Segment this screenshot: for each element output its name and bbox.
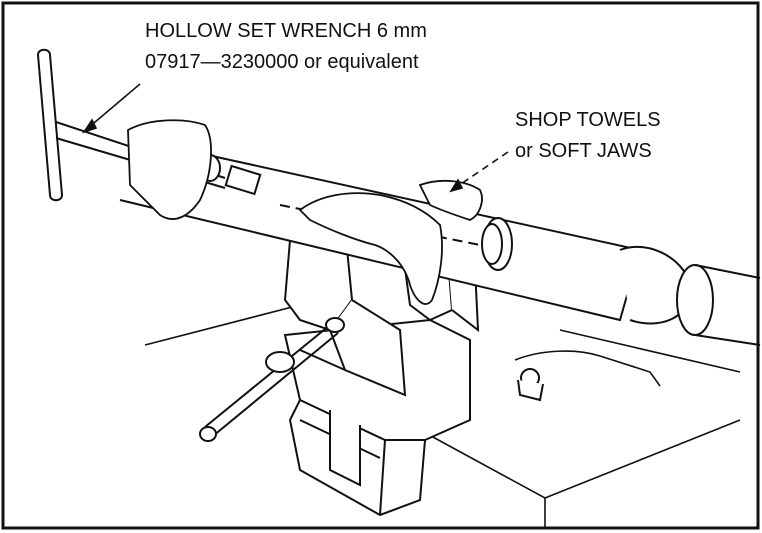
vise-handle [199, 317, 345, 442]
wrench-label-line1: HOLLOW SET WRENCH 6 mm [145, 20, 427, 42]
leader-lines [82, 83, 509, 193]
towels-label-line2: or SOFT JAWS [515, 140, 652, 162]
towels-label-line1: SHOP TOWELS [515, 109, 661, 131]
wrench-label-line2: 07917—3230000 or equivalent [145, 51, 419, 73]
workbench [144, 304, 741, 528]
shop-towels [127, 119, 483, 305]
